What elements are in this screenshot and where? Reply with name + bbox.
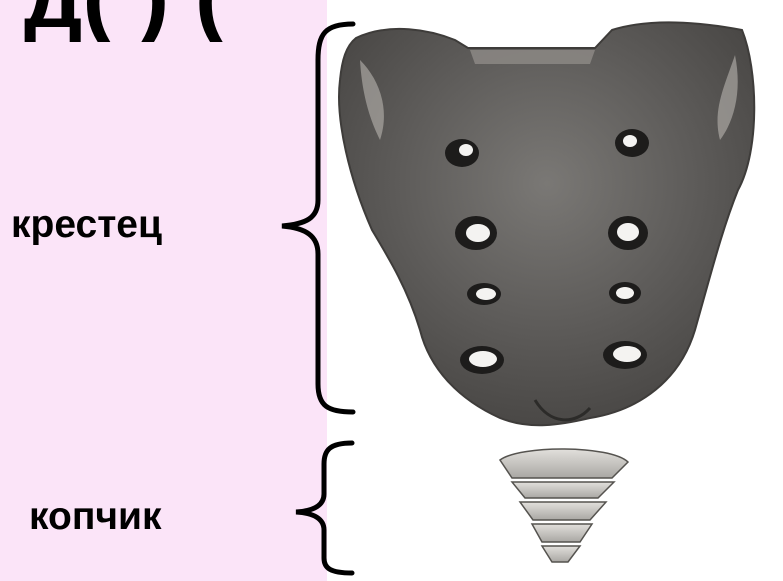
- sacrum-bone: [339, 22, 754, 425]
- coccyx-bone: [500, 449, 628, 562]
- coccyx-brace: [296, 443, 352, 573]
- sacrum-label: крестец: [11, 205, 162, 244]
- coccyx-label: копчик: [29, 497, 162, 536]
